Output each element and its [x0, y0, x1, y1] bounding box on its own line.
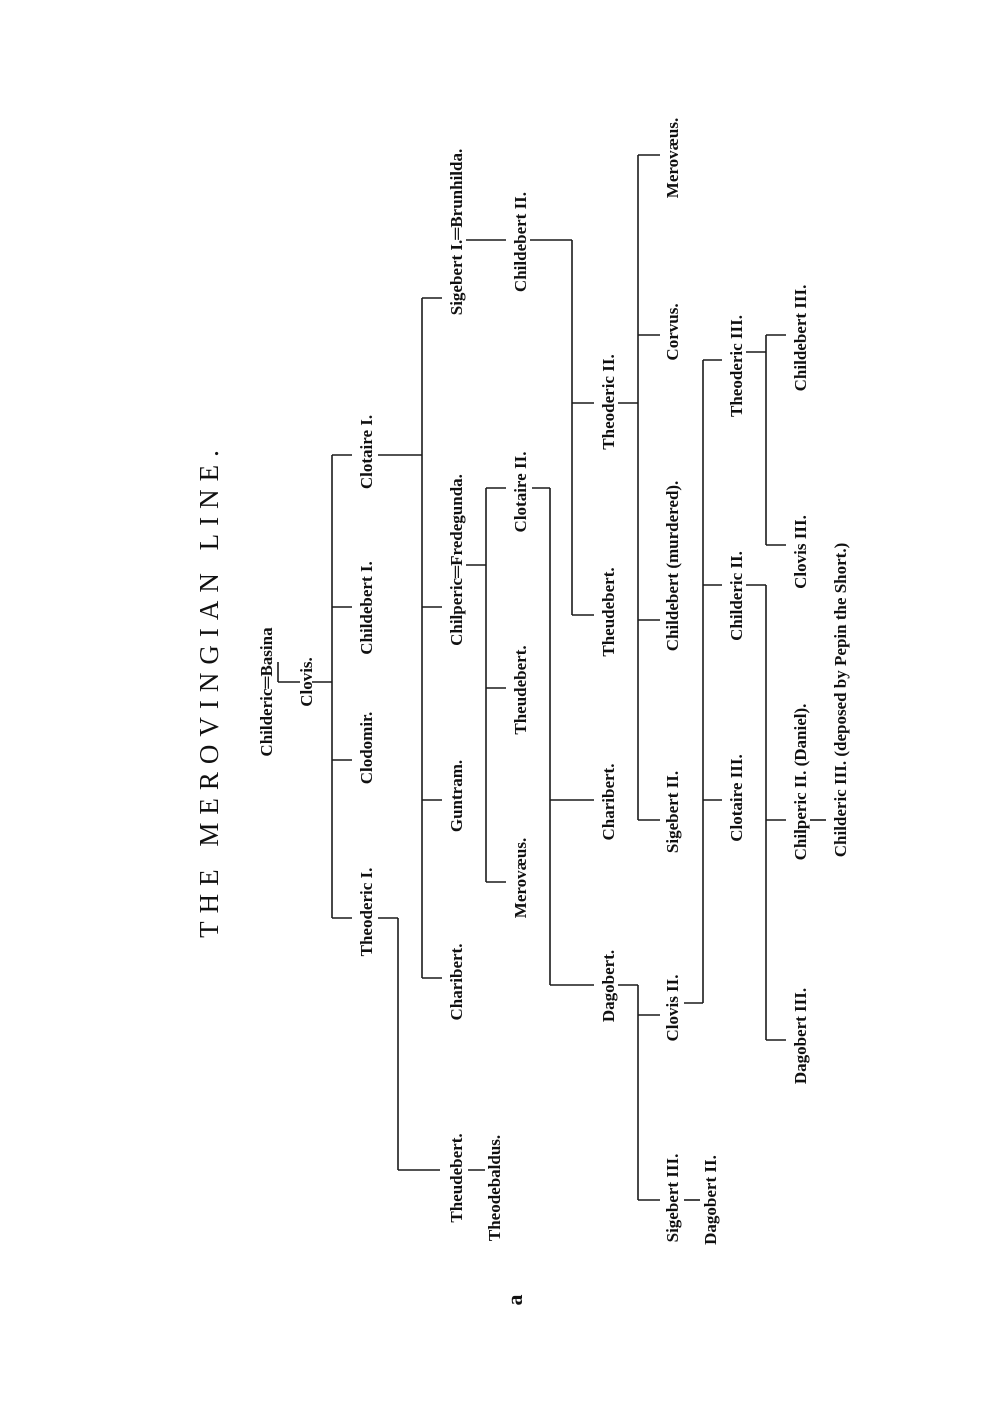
person-sigebert-brunhilda: Sigebert I.═Brunhilda. — [447, 149, 466, 316]
person-theudebert-b: Theudebert. — [511, 645, 530, 734]
person-childeric-2: Childeric II. — [727, 551, 746, 641]
person-clotaire-2: Clotaire II. — [511, 452, 530, 533]
person-corvus: Corvus. — [663, 303, 682, 360]
person-theoderic-1: Theoderic I. — [357, 868, 376, 957]
person-clodomir: Clodomir. — [357, 712, 376, 785]
person-clovis-2: Clovis II. — [663, 974, 682, 1041]
person-childebert-1: Childebert I. — [357, 561, 376, 655]
person-dagobert-2: Dagobert II. — [701, 1155, 720, 1245]
tree-names: Childeric═Basina Clovis. Theoderic I. Cl… — [257, 118, 850, 1245]
person-guntram: Guntram. — [447, 760, 466, 832]
person-theodebaldus: Theodebaldus. — [485, 1135, 504, 1241]
person-clovis: Clovis. — [297, 657, 316, 707]
person-childebert-murdered: Childebert (murdered). — [663, 481, 682, 652]
person-chilperic-fredegunda: Chilperic═Fredegunda. — [447, 474, 466, 646]
page-mark: a — [502, 1295, 527, 1306]
person-dagobert-1: Dagobert. — [599, 950, 618, 1022]
person-childebert-2: Childebert II. — [511, 192, 530, 292]
person-charibert-1: Charibert. — [447, 944, 466, 1021]
person-meroveus-a: Merovæus. — [511, 838, 530, 918]
person-clotaire-3: Clotaire III. — [727, 754, 746, 842]
tree-connectors — [277, 154, 826, 1201]
person-meroveus-b: Merovæus. — [663, 118, 682, 198]
person-childeric-3: Childeric III. (deposed by Pepin the Sho… — [831, 543, 850, 858]
person-chilperic-2: Chilperic II. (Daniel). — [791, 704, 810, 861]
person-theudebert-c: Theudebert. — [599, 567, 618, 656]
person-clovis-3: Clovis III. — [791, 515, 810, 589]
person-childeric-basina: Childeric═Basina — [257, 627, 276, 757]
person-theoderic-2: Theoderic II. — [599, 354, 618, 449]
person-theoderic-3: Theoderic III. — [727, 315, 746, 417]
person-dagobert-3: Dagobert III. — [791, 988, 810, 1084]
person-charibert-2: Charibert. — [599, 764, 618, 841]
person-clotaire-1: Clotaire I. — [357, 415, 376, 489]
page-title: THE MEROVINGIAN LINE. — [194, 442, 224, 938]
person-sigebert-3: Sigebert III. — [663, 1154, 682, 1243]
person-theudebert-a: Theudebert. — [447, 1133, 466, 1222]
person-sigebert-2: Sigebert II. — [663, 771, 682, 853]
person-childebert-3: Childebert III. — [791, 285, 810, 392]
